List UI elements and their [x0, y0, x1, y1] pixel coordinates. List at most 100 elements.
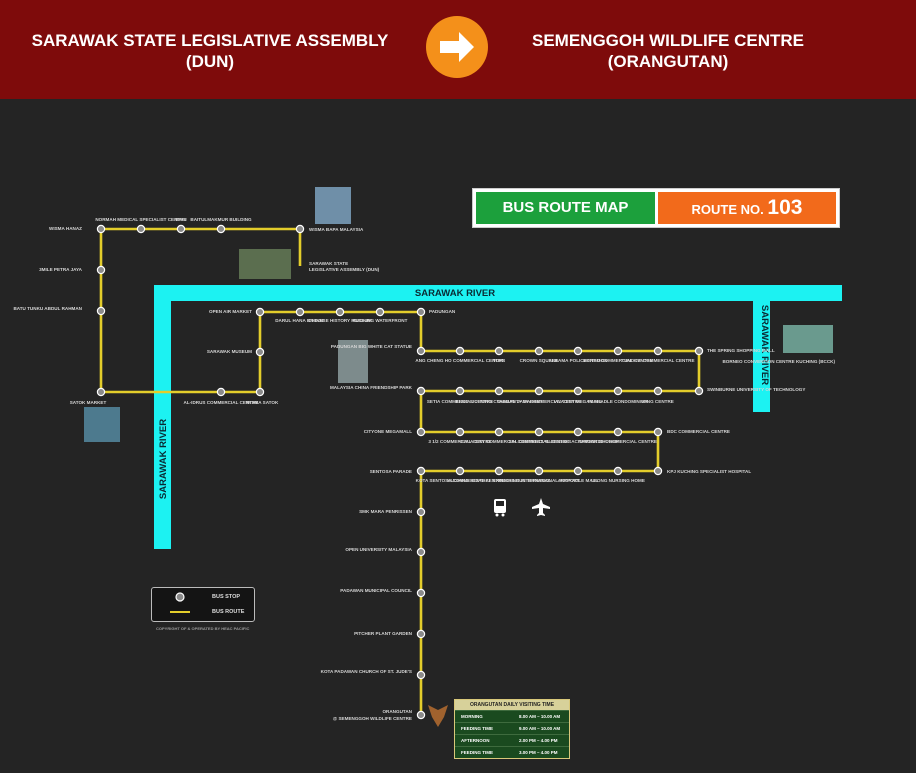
bus-stop-label: MENDU COMMERCIAL CENTRE	[583, 358, 653, 363]
bus-stop-label: ANG CHENG HO COMMERCIAL CENTRE	[415, 358, 504, 363]
bus-stop-marker	[653, 427, 663, 437]
legend-stop-label: BUS STOP	[212, 594, 241, 600]
bus-stop-label: BORNEO CONVENTION CENTRE KUCHING (BCCK)	[722, 359, 835, 364]
bus-stop-marker	[216, 387, 226, 397]
bus-stop-label: PADUNGAN	[429, 309, 456, 314]
route-map: SARAWAK RIVER SARAWAK RIVER SARAWAK RIVE…	[13, 187, 842, 727]
bus-stop-marker	[416, 547, 426, 557]
bus-stop-label: KPJ KUCHING SPECIALIST HOSPITAL	[667, 469, 751, 474]
bus-stop-marker	[416, 346, 426, 356]
route-number: 103	[767, 196, 803, 219]
bus-stop-marker	[255, 307, 265, 317]
bus-stop-label: BDC COMMERCIAL CENTRE	[667, 429, 730, 434]
bus-stop-label: SEKAMA POLICE STATION	[549, 358, 609, 363]
bus-stop-label: SIH COMMERCIAL CENTRE	[509, 439, 570, 444]
river-horizontal	[154, 285, 842, 301]
airport-icon	[532, 498, 550, 516]
river-label-horizontal: SARAWAK RIVER	[415, 288, 495, 299]
bus-stop-marker	[335, 307, 345, 317]
bus-stop-marker	[416, 710, 426, 720]
visiting-time: 2.00 PM – 4.00 PM	[519, 738, 558, 743]
bus-stop-label: TUNDEVI COMMERCIAL CENTRE	[621, 358, 694, 363]
bus-stop-marker	[613, 427, 623, 437]
bus-stop-label: SARAWAK MUSEUM	[207, 349, 252, 354]
bus-stop-marker	[534, 346, 544, 356]
bus-stop-marker	[375, 307, 385, 317]
bus-stop-label: KUCHING INTERNATIONAL AIRPORT	[498, 478, 580, 483]
bus-stop-label: CHINESE HISTORY MUSEUM	[308, 318, 372, 323]
river-east	[753, 285, 770, 412]
bus-stop-label: SWINBURNE UNIVERSITY OF TECHNOLOGY	[707, 387, 805, 392]
bus-route-map-label: BUS ROUTE MAP	[476, 192, 655, 224]
bus-stop-marker	[416, 307, 426, 317]
bus-stop-marker	[295, 224, 305, 234]
bus-stop-label: 3 1/2 COMMERCIAL CENTRE	[428, 439, 491, 444]
bus-stop-marker	[494, 427, 504, 437]
bus-stop-marker	[494, 346, 504, 356]
river-label-west: SARAWAK RIVER	[158, 419, 169, 499]
photo-bcck	[783, 325, 833, 353]
bus-stop-label: WISMA SATOK	[246, 400, 279, 405]
origin-line-1: SARAWAK STATE LEGISLATIVE ASSEMBLY	[31, 31, 389, 50]
bus-stop-label: GALA CITY COMMERCIAL CENTRE	[460, 439, 538, 444]
bus-stop-marker	[96, 306, 106, 316]
photo-dun	[239, 249, 291, 279]
bus-stop-marker	[494, 386, 504, 396]
visiting-time: 3.00 PM – 4.00 PM	[519, 750, 558, 755]
destination-title: SEMENGGOH WILDLIFE CENTRE (ORANGUTAN)	[518, 30, 818, 72]
bus-stop-marker	[176, 224, 186, 234]
legend-row-stop: BUS STOP	[152, 590, 254, 605]
visiting-label: FEEDING TIME	[461, 726, 494, 731]
bus-stop-marker	[416, 588, 426, 598]
bus-stop-label: KENG SIU TONG COMMUNITY MARKET	[455, 399, 542, 404]
bus-stop-marker	[455, 427, 465, 437]
photo-cat-statue	[338, 340, 368, 383]
river-label-east: SARAWAK RIVER	[759, 305, 770, 385]
bus-stop-marker	[653, 386, 663, 396]
bus-stop-label: LEONG NURSING HOME	[591, 478, 645, 483]
bus-stop-label: VIVACITY MEGAMALL	[554, 399, 603, 404]
photo-satok	[84, 407, 120, 442]
bus-stop-marker	[255, 387, 265, 397]
bus-terminal-icon	[494, 499, 506, 517]
bus-stop-marker	[534, 386, 544, 396]
bus-stop-label: BAITULMAKMUR BUILDING	[190, 217, 252, 222]
bus-stop-label: BATU TUNKU ABDUL RAHMAN	[13, 306, 82, 311]
bus-stop-label: SIMOORDE COMMERCIAL CENTRE	[579, 439, 657, 444]
bus-stop-marker	[416, 670, 426, 680]
bus-stop-label: CITYONE MEGAMALL	[364, 429, 412, 434]
bus-stop-label: @ SEMENGGOH WILDLIFE CENTRE	[333, 716, 412, 721]
bus-stop-label: SMK MARA PENRISSEN	[359, 509, 413, 514]
destination-line-2: (ORANGUTAN)	[607, 52, 729, 71]
right-arrow-icon	[426, 16, 488, 78]
bus-stop-label: SETIA COMMERCIAL CENTRE	[427, 399, 493, 404]
bus-stop-marker	[653, 346, 663, 356]
bus-stop-label: OPEN UNIVERSITY MALAYSIA	[345, 547, 412, 552]
river-west	[154, 285, 171, 549]
origin-title: SARAWAK STATE LEGISLATIVE ASSEMBLY (DUN)	[20, 30, 400, 72]
bus-stop-marker	[455, 386, 465, 396]
bus-stop-label: NORMAH MEDICAL SPECIALIST CENTRE	[95, 217, 186, 222]
bus-stop-marker	[136, 224, 146, 234]
bus-stop-marker	[653, 466, 663, 476]
bus-stop-marker	[534, 466, 544, 476]
header-banner: SARAWAK STATE LEGISLATIVE ASSEMBLY (DUN)…	[0, 0, 916, 99]
bus-stop-label: LEGISLATIVE ASSEMBLY (DUN)	[309, 267, 380, 272]
bus-stop-label: SENTOSA PARADE	[370, 469, 412, 474]
visiting-label: AFTERNOON	[461, 738, 490, 743]
visiting-time-row: AFTERNOON 2.00 PM – 4.00 PM	[455, 734, 569, 746]
bus-stop-label: KING CENTRE	[642, 399, 674, 404]
visiting-label: MORNING	[461, 714, 483, 719]
bus-stop-marker	[416, 629, 426, 639]
bus-stop-label: KOTA PADAWAN CHURCH OF ST. JUDE'S	[321, 669, 412, 674]
bus-stop-label: ARTIRADLE MALL	[558, 478, 599, 483]
bus-stop-marker	[416, 507, 426, 517]
bus-stop-label: WISMA BAPA MALAYSIA	[309, 227, 364, 232]
visiting-time: 8.00 AM – 10.00 AM	[519, 714, 561, 719]
copyright-note: COPYRIGHT OF & OPERATED BY HEAC PACIFIC	[156, 626, 250, 631]
visiting-time-title: ORANGUTAN DAILY VISITING TIME	[455, 700, 569, 710]
destination-line-1: SEMENGGOH WILDLIFE CENTRE	[532, 31, 804, 50]
bus-stop-marker	[613, 346, 623, 356]
bus-stop-marker	[216, 224, 226, 234]
